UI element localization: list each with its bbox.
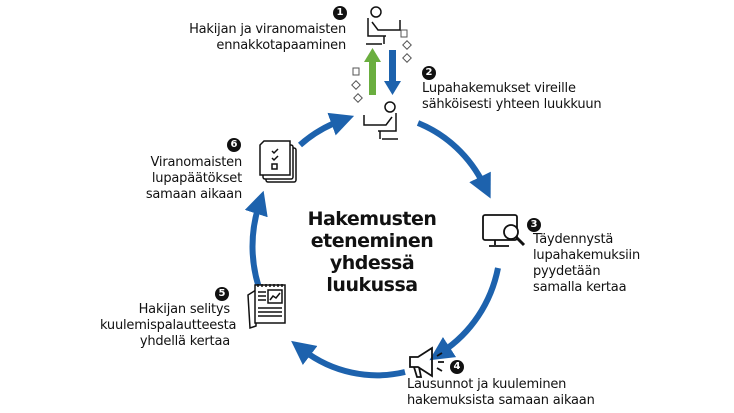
step-6-number: 6 — [227, 138, 241, 152]
arc-arrow-3 — [291, 340, 406, 379]
step-5-label: Hakijan selitys kuulemispalautteesta yhd… — [100, 302, 237, 350]
title-line: yhdessä luukussa — [326, 252, 418, 296]
label-line: Täydennystä — [533, 232, 614, 247]
label-line: lupapäätökset — [151, 171, 242, 186]
label-line: Hakijan ja viranomaisten — [189, 22, 346, 37]
title-line: Hakemusten — [307, 208, 437, 230]
label-line: ennakkotapaaminen — [216, 38, 346, 53]
label-line: Lausunnot ja kuuleminen — [407, 377, 567, 392]
arc-arrow-2 — [429, 267, 501, 361]
megaphone-icon — [409, 346, 444, 378]
label-line: sähköisesti yhteen luukkuun — [422, 97, 602, 112]
report-chart-icon — [247, 284, 286, 330]
step-2-label: Lupahakemukset vireille sähköisesti yhte… — [422, 81, 652, 113]
step-1-label: Hakijan ja viranomaisten ennakkotapaamin… — [150, 22, 346, 54]
label-line: Viranomaisten — [150, 155, 243, 170]
arc-arrow-1 — [416, 120, 491, 199]
label-line: samalla kertaa — [533, 280, 627, 295]
label-line: lupahakemuksiin — [533, 248, 641, 263]
label-line: kuulemispalautteesta — [100, 318, 237, 333]
label-line: samaan aikaan — [145, 187, 242, 202]
step-2-number: 2 — [422, 66, 436, 80]
label-line: Lupahakemukset vireille — [422, 81, 576, 96]
step-4-label: Lausunnot ja kuuleminen hakemuksista sam… — [407, 377, 647, 409]
label-line: hakemuksista samaan aikaan — [407, 393, 595, 408]
monitor-search-icon — [482, 214, 526, 247]
checklist-icon — [259, 140, 297, 183]
blue-down-arrow — [384, 50, 401, 95]
arc-arrow-4 — [244, 190, 268, 298]
document-icons — [351, 29, 412, 103]
label-line: yhdellä kertaa — [139, 334, 230, 349]
arc-arrow-5 — [298, 112, 355, 148]
title-line: eteneminen — [310, 230, 434, 252]
diagram-title: Hakemusten eteneminen yhdessä luukussa — [282, 208, 462, 296]
step-5-number: 5 — [215, 287, 229, 301]
label-line: pyydetään — [533, 264, 601, 279]
step-3-label: Täydennystä lupahakemuksiin pyydetään sa… — [533, 232, 673, 296]
person-desk-icon-2 — [363, 101, 398, 140]
step-3-number: 3 — [527, 218, 541, 232]
step-6-label: Viranomaisten lupapäätökset samaan aikaa… — [120, 155, 242, 203]
green-up-arrow — [364, 48, 381, 95]
label-line: Hakijan selitys — [138, 302, 231, 317]
step-1-number: 1 — [333, 6, 347, 20]
step-4-number: 4 — [450, 360, 464, 374]
person-desk-icon — [366, 6, 401, 45]
